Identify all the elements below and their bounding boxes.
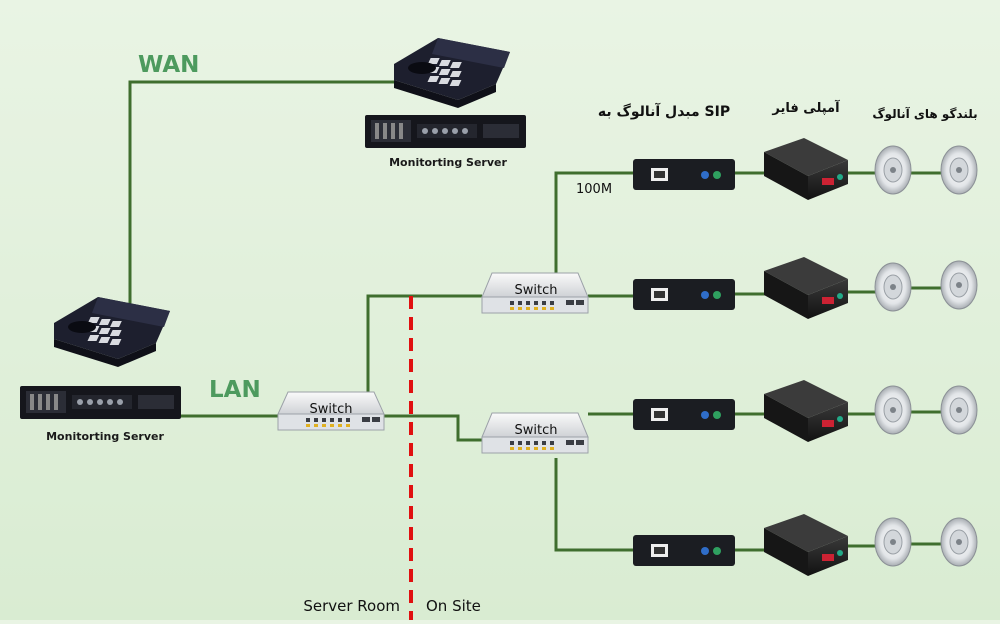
speaker-icon <box>874 145 912 195</box>
sip-converter-4 <box>633 535 735 566</box>
speakers-row-3 <box>874 385 978 435</box>
speaker-icon <box>940 517 978 567</box>
bandwidth-label: 100M <box>576 182 612 197</box>
monitoring-server-top <box>365 115 526 148</box>
speaker-icon <box>874 517 912 567</box>
amplifier-4 <box>764 514 848 576</box>
server-room-label: Server Room <box>303 597 400 615</box>
speakers-row-4 <box>874 517 978 567</box>
switch-upper <box>481 272 589 314</box>
switch-lower <box>481 412 589 454</box>
amplifier-1 <box>764 138 848 200</box>
monitoring-server-left-label: Monitorting Server <box>46 430 164 443</box>
speaker-icon <box>940 145 978 195</box>
cables <box>128 80 944 552</box>
converter-to-amp-cables <box>733 171 766 552</box>
switch-lower-label: Switch <box>515 423 558 438</box>
monitoring-server-left <box>20 386 181 419</box>
sip-converter-3 <box>633 399 735 430</box>
amp-to-speaker-cables <box>841 171 944 548</box>
main-to-lower-switch-cable <box>383 414 482 442</box>
speaker-icon <box>940 260 978 310</box>
sip-converter-label: مبدل آنالوگ به SIP <box>598 102 730 120</box>
control-station-left <box>54 297 170 367</box>
on-site-label: On Site <box>426 597 481 615</box>
wan-label: WAN <box>138 52 199 78</box>
lower-switch-downlink-cable <box>554 458 635 552</box>
speaker-icon <box>940 385 978 435</box>
speakers-row-2 <box>874 260 978 312</box>
amplifier-3 <box>764 380 848 442</box>
speaker-icon <box>874 262 912 312</box>
main-to-upper-switch-cable <box>366 294 482 392</box>
lan-label: LAN <box>209 377 261 403</box>
switch-upper-label: Switch <box>515 283 558 298</box>
speakers-row-1 <box>874 145 978 195</box>
monitoring-server-top-label: Monitorting Server <box>389 156 507 169</box>
sip-converter-2 <box>633 279 735 310</box>
amplifier-2 <box>764 257 848 319</box>
switch-main-label: Switch <box>310 402 353 417</box>
amplifier-label: آمپلی فایر <box>771 99 840 116</box>
control-station-top <box>394 38 510 108</box>
switch-main <box>277 391 385 431</box>
upper-switch-uplink-cable <box>554 171 635 280</box>
wan-cable <box>128 80 395 315</box>
sip-converter-1 <box>633 159 735 190</box>
speakers-label: بلندگو های آنالوگ <box>872 106 977 122</box>
speaker-icon <box>874 385 912 435</box>
